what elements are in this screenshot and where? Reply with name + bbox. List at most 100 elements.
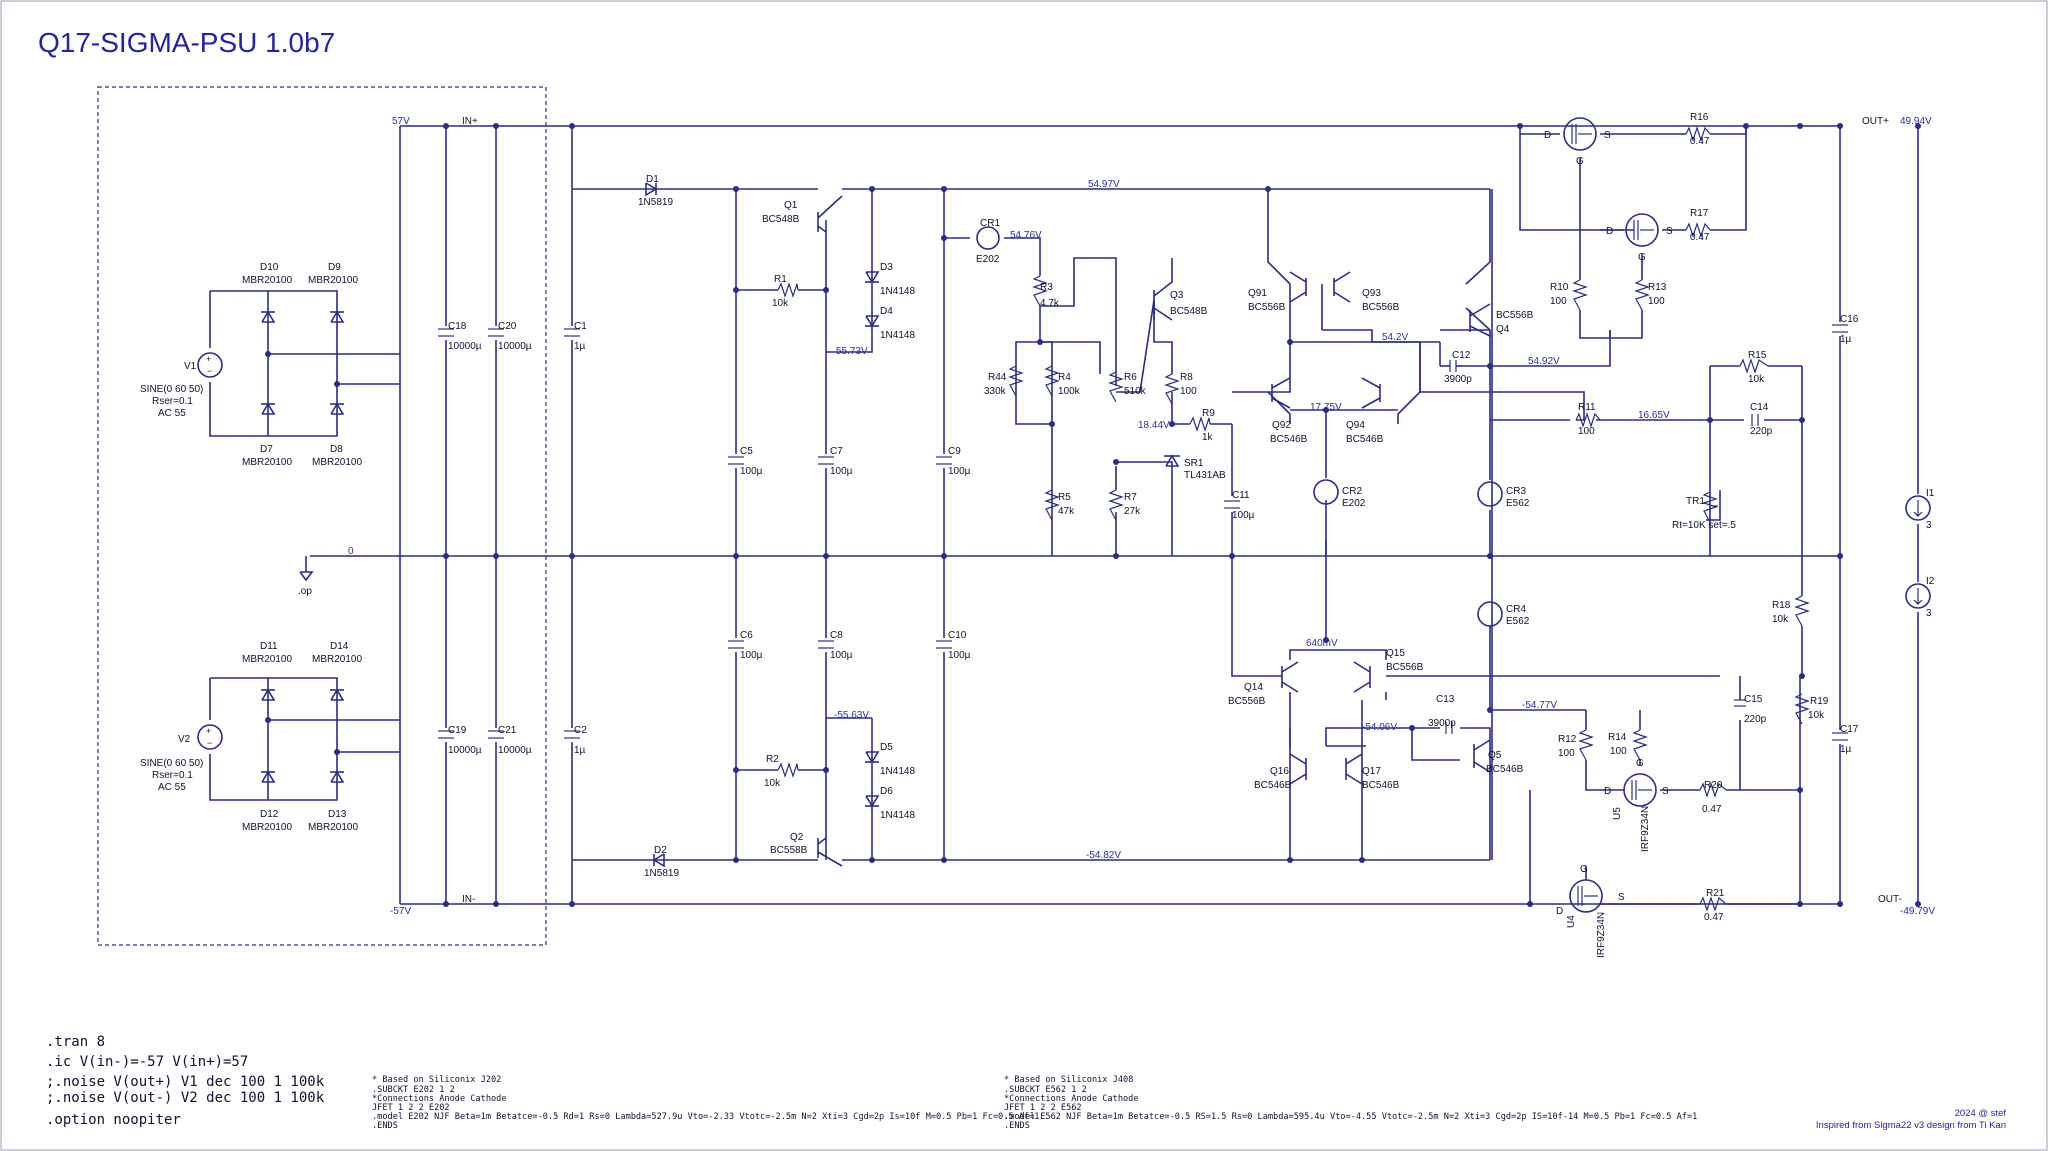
cap-c13 (1445, 722, 1453, 734)
r1-name: R1 (774, 274, 787, 285)
resistor-r3 (1032, 275, 1048, 307)
net-minus-54-77v: -54.77V (1522, 700, 1557, 711)
c20-value: 10000µ (498, 341, 532, 352)
d3-name: D3 (880, 262, 893, 273)
cap-c12 (1440, 360, 1466, 372)
bridge-upper (209, 290, 400, 437)
d14-value: MBR20100 (312, 654, 362, 665)
r6-value: 510k (1124, 386, 1147, 397)
jfet-cr4 (1477, 601, 1503, 627)
cr3-value: E562 (1506, 498, 1530, 509)
reservoir-caps (436, 123, 582, 907)
c19-value: 10000µ (448, 745, 482, 756)
r13-name: R13 (1648, 282, 1667, 293)
cap-c14 (1751, 414, 1759, 426)
tr1-setting: Rt=10K set=.5 (1672, 520, 1736, 531)
d3-value: 1N4148 (880, 286, 915, 297)
q2-name: Q2 (790, 832, 804, 843)
resistor-r9 (1189, 416, 1211, 432)
r19-name: R19 (1810, 696, 1829, 707)
r9-name: R9 (1202, 408, 1215, 419)
cap-c11 (1222, 424, 1242, 556)
c18-name: C18 (448, 321, 467, 332)
net-in-minus: IN- (462, 894, 475, 905)
d6-name: D6 (880, 786, 893, 797)
model-e202-line-3: *Connections Anode Cathode (372, 1094, 507, 1104)
cr2-name: CR2 (1342, 486, 1362, 497)
jfet-cr2 (1313, 479, 1339, 505)
r7-value: 27k (1124, 506, 1141, 517)
i2-name: I2 (1926, 576, 1935, 587)
diode-d2 (652, 853, 665, 868)
d2-name: D2 (654, 845, 667, 856)
resistor-r13 (1634, 279, 1650, 311)
q14-value: BC556B (1228, 696, 1266, 707)
resistor-r16 (1685, 126, 1711, 142)
r20-value: 0.47 (1702, 804, 1722, 815)
resistor-r2 (777, 762, 799, 778)
r15-value: 10k (1748, 374, 1765, 385)
power-rails (310, 125, 1919, 905)
q91-value: BC556B (1248, 302, 1286, 313)
resistor-r17 (1685, 222, 1711, 238)
c13-name: C13 (1436, 694, 1455, 705)
svg-text:G: G (1580, 864, 1588, 875)
mosfet-u4: DSG (1556, 864, 1625, 917)
q94-name: Q94 (1346, 420, 1365, 431)
c5-value: 100µ (740, 466, 763, 477)
r4-value: 100k (1058, 386, 1081, 397)
v2-param-sine: SINE(0 60 50) (140, 758, 203, 769)
q14-name: Q14 (1244, 682, 1263, 693)
c16-value: 1µ (1840, 334, 1852, 345)
cap-c15 (1734, 699, 1746, 707)
resistor-r19 (1794, 693, 1810, 725)
cr1-value: E202 (976, 254, 1000, 265)
resistor-r14 (1632, 729, 1648, 761)
r21-value: 0.47 (1704, 912, 1724, 923)
r21-name: R21 (1706, 888, 1725, 899)
r14-value: 100 (1610, 746, 1627, 757)
d9-value: MBR20100 (308, 275, 358, 286)
svg-text:−: − (207, 366, 212, 376)
q5-value: BC546B (1486, 764, 1524, 775)
d5-value: 1N4148 (880, 766, 915, 777)
c9-value: 100µ (948, 466, 971, 477)
d13-value: MBR20100 (308, 822, 358, 833)
i1-value: 3 (1926, 520, 1932, 531)
source-v1: + − (197, 348, 223, 382)
feedback-wires (1490, 365, 1803, 556)
d5-name: D5 (880, 742, 893, 753)
r11-name: R11 (1578, 402, 1596, 413)
transistor-q16 (1289, 753, 1307, 785)
r17-name: R17 (1690, 208, 1709, 219)
resistor-r21 (1699, 896, 1727, 912)
model-e202-line-6: .ENDS (372, 1121, 398, 1131)
q92-name: Q92 (1272, 420, 1291, 431)
model-e202-line-1: * Based on Siliconix J202 (372, 1075, 501, 1085)
ground-symbol (299, 556, 314, 582)
r5-value: 47k (1058, 506, 1075, 517)
resistor-r44 (1008, 365, 1024, 397)
r12-name: R12 (1558, 734, 1577, 745)
c9-name: C9 (948, 446, 961, 457)
r20-name: R20 (1704, 780, 1723, 791)
net-16-65v: 16.65V (1638, 410, 1670, 421)
c17-name: C17 (1840, 724, 1859, 735)
d8-value: MBR20100 (312, 457, 362, 468)
net-out-plus-voltage: 49.94V (1900, 116, 1932, 127)
q2-value: BC558B (770, 845, 808, 856)
transistor-q91 (1289, 271, 1307, 303)
resistor-r1 (777, 282, 799, 298)
model-e562-line-5: .model E562 NJF Beta=1m Betatce=-0.5 RS=… (1004, 1112, 1697, 1122)
transistor-q1 (817, 195, 843, 233)
c11-name: C11 (1232, 490, 1250, 501)
transistor-q15 (1353, 661, 1371, 693)
d8-name: D8 (330, 444, 343, 455)
model-e562-line-2: .SUBCKT E562 1 2 (1004, 1085, 1087, 1095)
d1-value: 1N5819 (638, 197, 673, 208)
c6-name: C6 (740, 630, 753, 641)
r19-value: 10k (1808, 710, 1825, 721)
d10-value: MBR20100 (242, 275, 292, 286)
svg-text:S: S (1618, 892, 1625, 903)
